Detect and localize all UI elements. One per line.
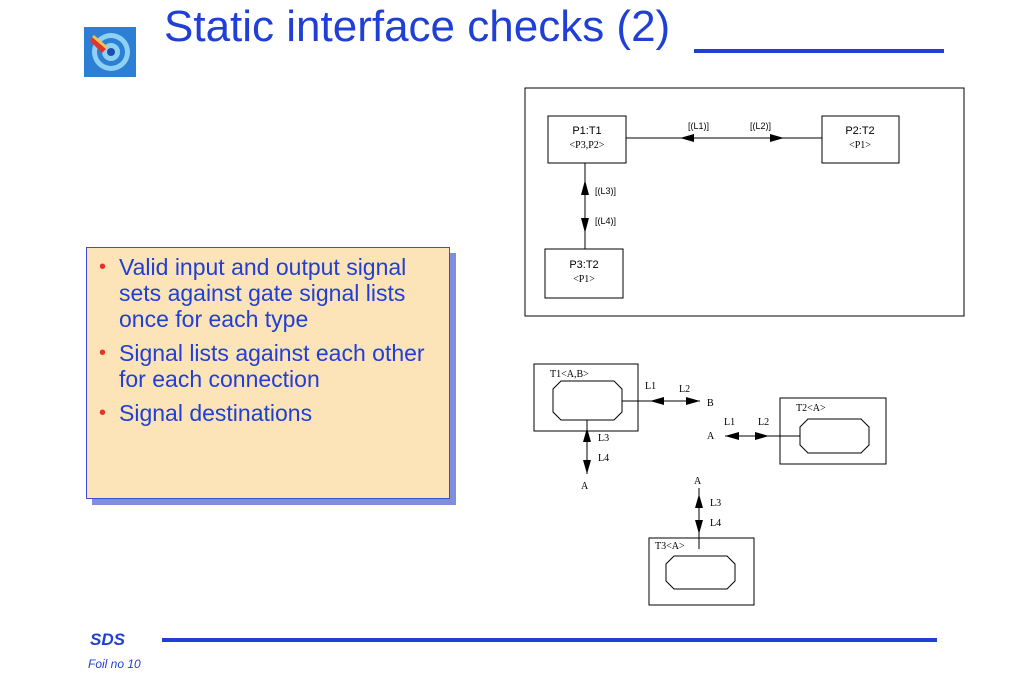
slide-title: Static interface checks (2) bbox=[164, 2, 671, 51]
arrowhead-down-icon bbox=[583, 460, 591, 474]
process-box-p3 bbox=[544, 248, 624, 299]
title-rule bbox=[694, 49, 944, 53]
footer-foil-number: Foil no 10 bbox=[88, 657, 141, 671]
state-shape-t3 bbox=[665, 555, 736, 590]
arrowhead-up-icon bbox=[583, 428, 591, 442]
t3-gate-a: A bbox=[694, 476, 702, 487]
bullet-item: •Valid input and output signal sets agai… bbox=[99, 254, 407, 332]
t1-signal-l2: L2 bbox=[679, 384, 690, 395]
footer-rule bbox=[162, 638, 937, 642]
bullet-box: •Valid input and output signal sets agai… bbox=[86, 247, 450, 499]
t1-gate-a: A bbox=[581, 481, 589, 492]
state-shape-t2 bbox=[799, 418, 870, 454]
type-diagram: T1<A,B> L1 L2 B L3 L4 A T2<A> L1 L2 A T3… bbox=[533, 363, 887, 606]
arrowhead-down-icon bbox=[695, 520, 703, 534]
arrowhead-left-icon bbox=[650, 397, 664, 405]
t2-gate-a: A bbox=[707, 431, 715, 442]
process-box-p2 bbox=[821, 115, 900, 164]
bullet-item: •Signal destinations bbox=[99, 400, 313, 426]
process-p1-gates: <P3,P2> bbox=[570, 140, 605, 151]
process-box-p1 bbox=[547, 115, 627, 164]
arrowhead-up-icon bbox=[695, 494, 703, 508]
t2-signal-l1: L1 bbox=[724, 417, 735, 428]
bullet-dot-icon: • bbox=[99, 342, 107, 364]
t3-signal-l3: L3 bbox=[710, 498, 721, 509]
arrowhead-right-icon bbox=[686, 397, 700, 405]
process-p2-gates: <P1> bbox=[849, 140, 871, 151]
process-diagram: P1:T1 <P3,P2> P2:T2 <P1> P3:T2 <P1> [(L1… bbox=[524, 87, 965, 317]
bullet-dot-icon: • bbox=[99, 256, 107, 278]
t1-signal-l3: L3 bbox=[598, 433, 609, 444]
footer-brand: SDS bbox=[90, 630, 125, 649]
t2-signal-l2: L2 bbox=[758, 417, 769, 428]
process-p3-name: P3:T2 bbox=[569, 259, 598, 271]
signal-label-l4: [(L4)] bbox=[595, 216, 616, 226]
sds-logo-icon bbox=[84, 27, 136, 77]
arrowhead-left-icon bbox=[680, 134, 694, 142]
bullet-list: •Valid input and output signal sets agai… bbox=[97, 254, 439, 426]
bullet-item: •Signal lists against each other for eac… bbox=[99, 340, 425, 392]
type-t3-label: T3<A> bbox=[655, 541, 685, 552]
process-diagram-frame bbox=[524, 87, 965, 317]
state-shape-t1 bbox=[552, 380, 623, 421]
process-p1-name: P1:T1 bbox=[572, 125, 601, 137]
process-p2-name: P2:T2 bbox=[845, 125, 874, 137]
process-p3-gates: <P1> bbox=[573, 274, 595, 285]
signal-label-l1: [(L1)] bbox=[688, 121, 709, 131]
arrowhead-right-icon bbox=[770, 134, 784, 142]
type-t1-label: T1<A,B> bbox=[550, 369, 589, 380]
t1-gate-b: B bbox=[707, 398, 714, 409]
bullet-dot-icon: • bbox=[99, 402, 107, 424]
arrowhead-up-icon bbox=[581, 180, 589, 195]
t1-signal-l4: L4 bbox=[598, 453, 609, 464]
t3-signal-l4: L4 bbox=[710, 518, 721, 529]
t1-signal-l1: L1 bbox=[645, 381, 656, 392]
signal-label-l3: [(L3)] bbox=[595, 186, 616, 196]
signal-label-l2: [(L2)] bbox=[750, 121, 771, 131]
arrowhead-down-icon bbox=[581, 218, 589, 233]
arrowhead-right-icon bbox=[755, 432, 769, 440]
type-t2-label: T2<A> bbox=[796, 403, 826, 414]
arrowhead-left-icon bbox=[725, 432, 739, 440]
